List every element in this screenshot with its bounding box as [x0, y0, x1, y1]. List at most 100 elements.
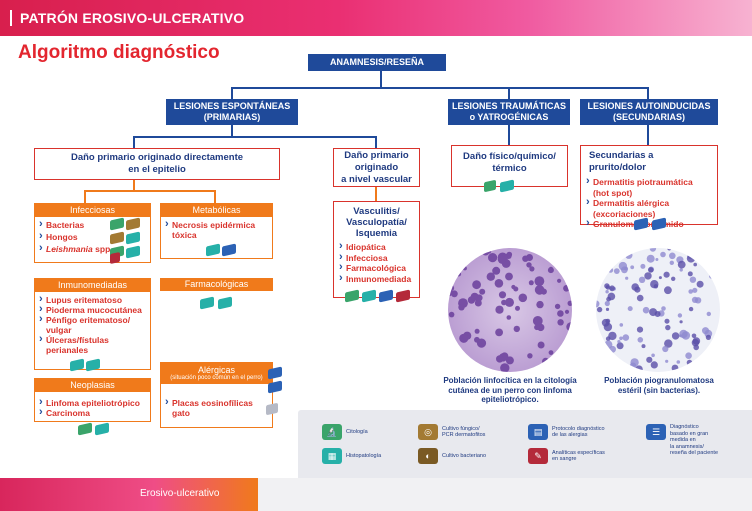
cell: [567, 300, 572, 306]
cell: [600, 260, 608, 267]
legend-item: 🔬 Citología: [322, 424, 368, 440]
cell: [689, 276, 697, 283]
cell: [527, 353, 533, 359]
allergy-protocol-icon: ▤: [528, 424, 548, 440]
legend-item: ☰ Diagnóstico basado en gran medida en l…: [646, 424, 718, 457]
pruritus-title: Secundarias a prurito/dolor: [589, 150, 654, 173]
cell: [669, 260, 674, 265]
cell: [479, 288, 486, 295]
branch-traumatic: LESIONES TRAUMÁTICAS o YATROGÉNICAS: [448, 99, 570, 125]
header-band: [0, 0, 752, 36]
histology-icon: ▦: [322, 448, 342, 464]
vascular-list: Idiopática Infecciosa Farmacológica Inmu…: [339, 241, 411, 284]
cell: [596, 248, 600, 253]
cell: [692, 287, 698, 293]
cell: [663, 271, 670, 278]
cell: [671, 364, 679, 372]
cell: [448, 311, 455, 318]
cytology-icon: [345, 289, 359, 303]
petri-dish-icon: ◎: [418, 424, 438, 440]
cell: [529, 266, 535, 272]
cell: [596, 342, 601, 349]
list-item: Leishmania spp: [39, 243, 146, 254]
cell: [495, 328, 503, 337]
connector: [231, 87, 649, 89]
blood-test-icon: [396, 289, 410, 303]
cell: [511, 284, 516, 290]
root-anamnesis: ANAMNESIS/RESEÑA: [308, 54, 446, 71]
list-item: Pénfigo eritematoso/ vulgar: [39, 314, 146, 335]
cell: [474, 336, 480, 343]
histology-icon: [500, 179, 514, 193]
cell: [648, 267, 654, 273]
cell: [650, 361, 658, 369]
cell: [625, 276, 629, 280]
cell: [676, 360, 681, 364]
cell: [679, 320, 683, 324]
cell: [500, 363, 510, 372]
cell: [609, 285, 615, 292]
cell: [630, 265, 635, 270]
cell: [603, 322, 613, 332]
cell: [563, 285, 570, 292]
cell: [455, 264, 462, 272]
legend-item: ◎ Cultivo fúngico/ PCR dermatofitos: [418, 424, 485, 440]
cell: [608, 267, 614, 273]
connector: [375, 187, 377, 201]
connector: [84, 190, 86, 203]
cell: [638, 276, 646, 283]
cell: [677, 260, 686, 269]
cell: [505, 297, 514, 307]
cell: [557, 319, 564, 326]
histology-icon: [200, 296, 214, 310]
caption-pyogranulomatous: Población piogranulomatosa estéril (sin …: [604, 376, 714, 395]
cell: [679, 268, 683, 272]
connector: [231, 87, 233, 99]
cell: [698, 257, 703, 262]
legend-item: ▦ Histopatología: [322, 448, 381, 464]
list-item: Farmacológica: [339, 262, 411, 274]
category-title: Metabólicas: [161, 204, 272, 217]
cell: [562, 344, 569, 351]
branch-self-induced: LESIONES AUTOINDUCIDAS (SECUNDARIAS): [580, 99, 718, 125]
cell: [706, 311, 711, 317]
cell: [693, 262, 697, 267]
cell: [563, 358, 572, 368]
cell: [554, 362, 562, 369]
cell: [688, 306, 694, 312]
cell: [522, 255, 529, 262]
cell: [667, 248, 672, 251]
list-item: Carcinoma: [39, 407, 146, 418]
cell: [536, 300, 544, 309]
cell: [532, 316, 543, 326]
category-title: Infecciosas: [35, 204, 150, 217]
cell: [505, 356, 514, 365]
cell: [542, 357, 550, 365]
cell: [661, 306, 666, 311]
cell: [474, 328, 480, 334]
cell: [671, 332, 680, 340]
cell: [463, 358, 472, 366]
cell: [605, 336, 611, 341]
category-alergicas: Alérgicas (situación poco común en el pe…: [160, 362, 273, 428]
cell: [451, 290, 458, 298]
category-farmacologicas: Farmacológicas: [160, 278, 273, 292]
legend-panel: [298, 410, 752, 478]
cell: [686, 254, 696, 263]
cell: [606, 296, 611, 302]
cell: [616, 342, 624, 350]
legend-item: ✎ Analíticas específicas en sangre: [528, 448, 605, 464]
list-item: Bacterias: [39, 219, 146, 230]
section-title: PATRÓN EROSIVO-ULCERATIVO: [10, 10, 244, 26]
cell: [528, 280, 534, 286]
cell: [709, 274, 714, 279]
cell: [641, 344, 646, 349]
list-item: Hongos: [39, 231, 146, 242]
cell: [619, 336, 623, 341]
histology-icon: [362, 289, 376, 303]
cell: [492, 266, 501, 275]
allergy-protocol-icon: [268, 380, 282, 394]
connector: [508, 87, 510, 99]
footer-band: [0, 478, 258, 511]
cell: [687, 271, 693, 277]
